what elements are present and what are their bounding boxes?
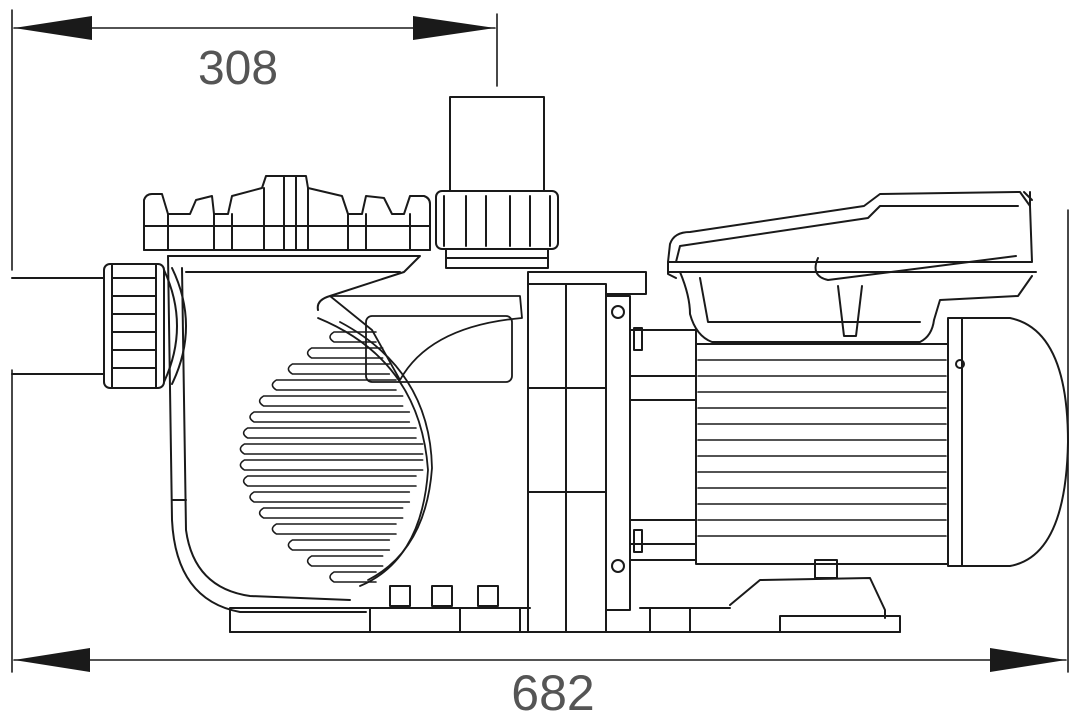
- vent-fin: [329, 571, 377, 583]
- inlet-pipe: [11, 263, 187, 389]
- vent-fin: [239, 459, 424, 471]
- vent-fin: [242, 475, 417, 487]
- vent-fin: [239, 443, 424, 455]
- flange-bolts: [389, 305, 643, 607]
- vent-fin: [271, 523, 397, 535]
- vent-fin: [329, 331, 377, 343]
- vent-grille: [317, 295, 523, 587]
- controller-box: [667, 191, 1037, 343]
- pump-housing: [167, 255, 421, 613]
- vent-fin: [287, 539, 391, 551]
- dimension-label-bottom: 682: [511, 665, 594, 721]
- strainer-lid: [143, 175, 431, 251]
- vent-fin: [306, 555, 384, 567]
- vent-fins: [239, 331, 424, 583]
- outlet-pipe: [435, 96, 559, 269]
- flange-plate: [527, 271, 697, 633]
- vent-fin: [258, 395, 404, 407]
- vent-fin: [271, 379, 397, 391]
- vent-fin: [306, 347, 384, 359]
- vent-fin: [242, 427, 417, 439]
- motor-body: [695, 317, 1069, 567]
- vent-fin: [249, 491, 411, 503]
- dimension-top: [11, 9, 498, 271]
- motor-cooling-fins: [697, 359, 947, 537]
- vent-fin: [249, 411, 411, 423]
- dimension-label-top: 308: [198, 42, 278, 95]
- vent-fin: [258, 507, 404, 519]
- vent-fin: [287, 363, 391, 375]
